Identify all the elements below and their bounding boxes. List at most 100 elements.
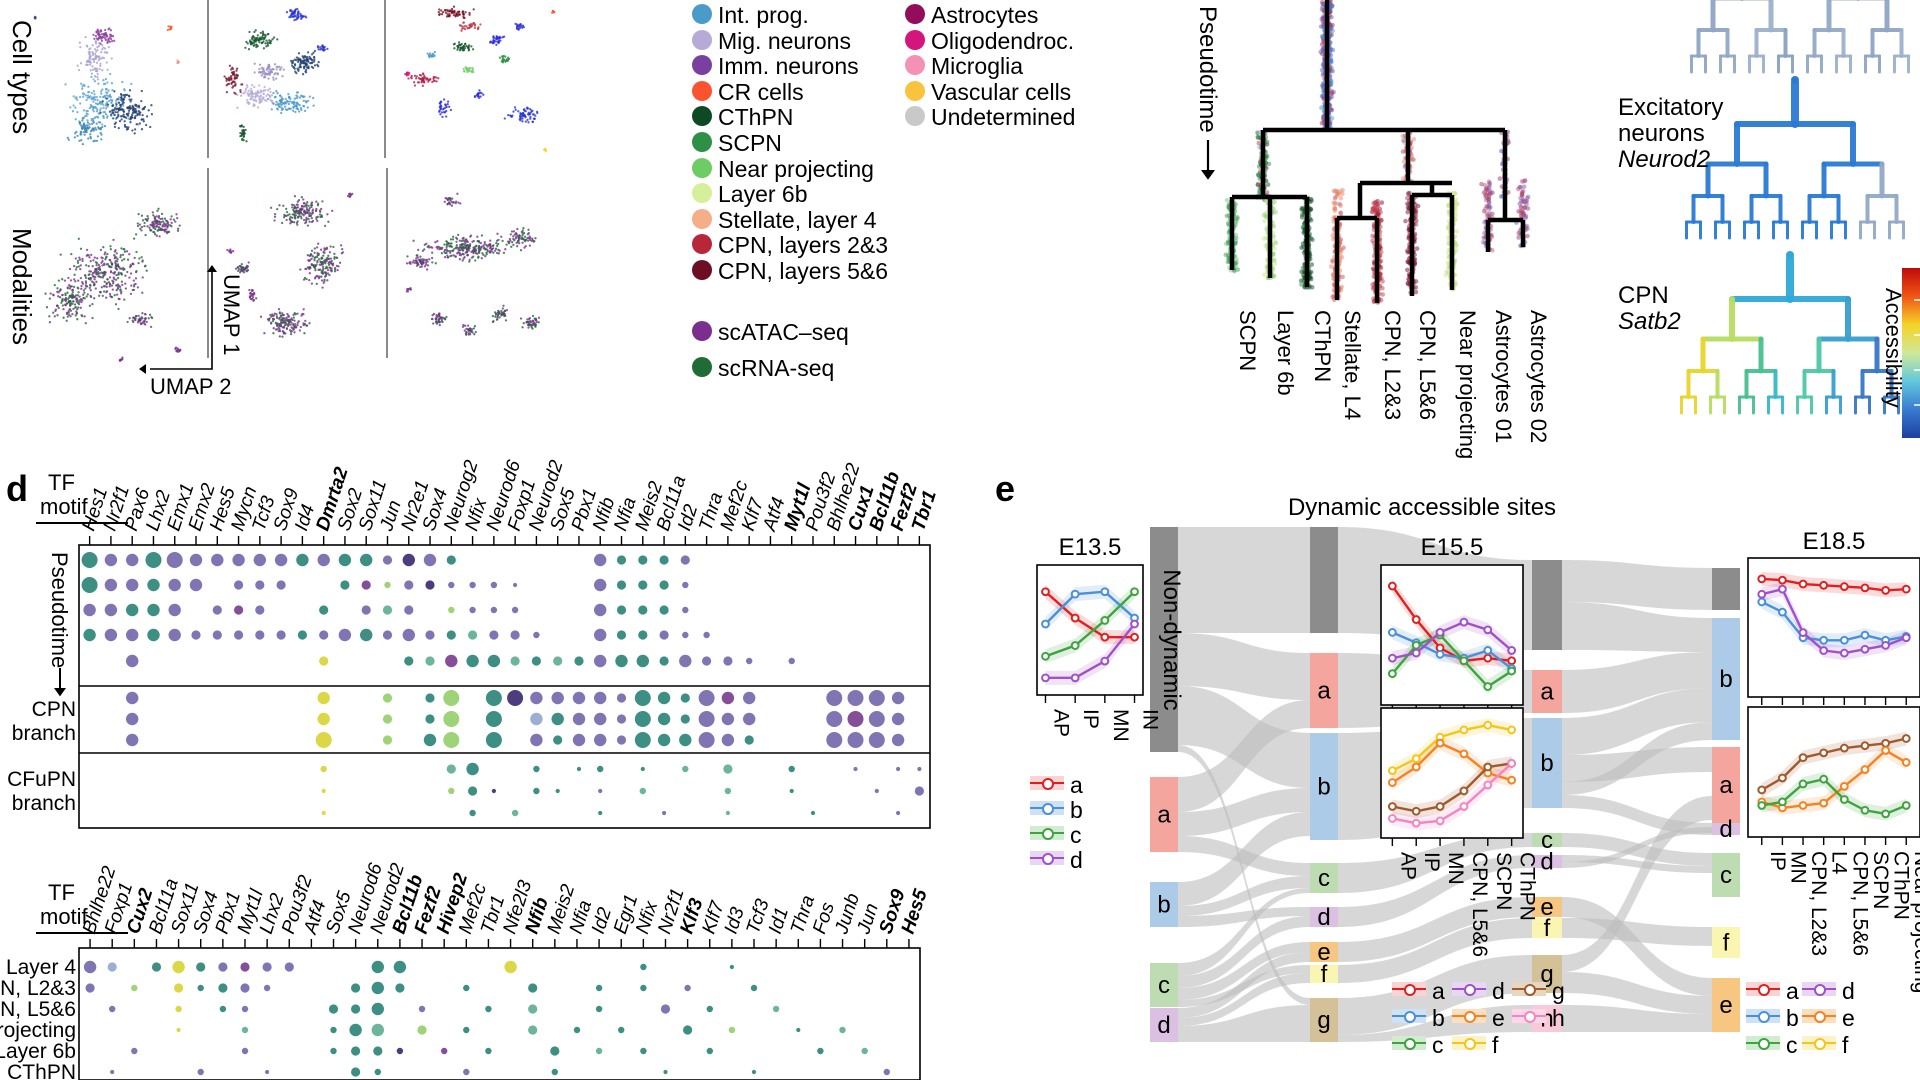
sankey-node-label: c <box>1720 862 1732 889</box>
legend-color-dot <box>692 321 712 341</box>
dendro-leaf-label: Astrocytes 02 <box>1526 310 1551 443</box>
sankey-node-a <box>1532 670 1562 713</box>
inset-x-tick-label: CPN, L5&6 <box>1468 852 1491 957</box>
sankey-node-c <box>1532 833 1562 847</box>
legend-color-dot <box>692 157 712 178</box>
tf-motif-header-1b: motif <box>40 494 88 519</box>
inset-x-tick-label: MN <box>1444 852 1467 885</box>
legend-color-dot <box>905 29 925 50</box>
sankey-flow <box>1338 833 1532 893</box>
sankey-node-label: f <box>1321 961 1328 988</box>
sankey-node-e <box>1712 978 1740 1032</box>
legend-item-label: Int. prog. <box>718 2 809 28</box>
tf-motif-dotplot-1: Hes1Nr2f1Pax6Lhx2Emx1Emx2Hes5MycnTcf3Sox… <box>7 457 941 829</box>
inset-x-tick-label: CPN, L2&3 <box>1807 851 1830 956</box>
inset-x-tick-label: CThPN <box>1516 852 1539 921</box>
sankey-node-d <box>1310 907 1338 927</box>
sankey-flow <box>1178 973 1310 1026</box>
dotplot-row-label: CPN, L5&6 <box>0 998 76 1021</box>
legend-color-dot <box>692 183 712 204</box>
inset-x-tick-label: IP <box>1420 852 1443 872</box>
umap-scatter-5 <box>405 192 541 336</box>
series-legend-marker <box>1814 984 1826 996</box>
legend-color-dot <box>692 80 712 101</box>
sankey-node-a <box>1712 747 1740 823</box>
sankey-flow <box>1562 688 1712 755</box>
umap-y-axis-label: UMAP 1 <box>219 274 244 356</box>
accessibility-colorbar-label: Accessibility <box>1881 288 1906 408</box>
sankey-node-e <box>1532 897 1562 917</box>
tree-label-excitatory-2: neurons <box>1618 120 1705 147</box>
dotplot-row-label: CThPN <box>7 1061 76 1080</box>
dotplot-row-label: Layer 4 <box>6 956 76 979</box>
sankey-flow <box>1178 888 1310 976</box>
sankey-node-a <box>1150 777 1178 852</box>
legend-color-dot <box>692 106 712 127</box>
umap-scatter-1 <box>223 7 329 143</box>
inset-x-tick-label: IP <box>1766 851 1789 871</box>
legend-color-dot <box>692 208 712 229</box>
sankey-flow <box>1338 955 1532 1035</box>
legend-item-label: scRNA-seq <box>718 355 835 381</box>
series-legend-label: d <box>1070 847 1083 873</box>
sankey-node-g <box>1310 998 1338 1042</box>
accessibility-trees: Accessibility <box>1680 0 1920 438</box>
sankey-node-e <box>1310 942 1338 962</box>
sankey-node-label: g <box>1317 1007 1330 1034</box>
sankey-flow <box>1562 796 1712 972</box>
umap-x-axis-label: UMAP 2 <box>150 374 232 399</box>
sankey-node-nondynamic <box>1532 560 1562 650</box>
series-legend-marker <box>1524 1011 1536 1023</box>
legend-color-dot <box>692 29 712 50</box>
legend-item-label: Stellate, layer 4 <box>718 206 877 233</box>
sankey-flow <box>1562 722 1712 795</box>
series-legend-label: c <box>1070 822 1082 848</box>
accessibility-tree <box>1680 251 1900 415</box>
inset-title-e18: E18.5 <box>1802 528 1866 555</box>
inset-chart-e18a <box>1747 557 1920 705</box>
sankey-flow <box>1338 918 1532 983</box>
dotplot-row-label: Layer 6b <box>0 1040 76 1063</box>
series-legend-marker <box>1758 1038 1770 1050</box>
sankey-node-d <box>1150 1008 1178 1042</box>
legend-item-label: Undetermined <box>931 104 1076 131</box>
sankey-node-label: g <box>1540 961 1553 988</box>
inset-x-tick-label: IP <box>1079 709 1102 729</box>
inset-x-tick-label: L4 <box>1828 851 1851 875</box>
legend-color-dot <box>692 132 712 152</box>
series-legend-label: c <box>1432 1032 1444 1058</box>
series-legend-label: a <box>1786 978 1799 1004</box>
series-legend-label: d <box>1842 978 1855 1004</box>
tree-label-satb2-gene: Satb2 <box>1618 308 1681 335</box>
legend-item-label: Astrocytes <box>931 2 1039 28</box>
series-legend-label: h <box>1552 1005 1565 1031</box>
legend-item-label: Layer 6b <box>718 181 808 208</box>
section-label-cpn: CPN <box>32 698 76 721</box>
inset-x-tick-label: Near projecting <box>1910 851 1920 993</box>
sankey-node-nondynamic <box>1150 527 1178 752</box>
series-legend-marker <box>1814 1038 1826 1050</box>
legend-color-dot <box>905 80 925 101</box>
panel-label-d: d <box>6 468 28 509</box>
series-legend-label: b <box>1786 1005 1799 1031</box>
series-legend-marker <box>1404 1011 1416 1023</box>
tree-label-cpn: CPN <box>1618 282 1669 309</box>
legend-item-label: Mig. neurons <box>718 27 851 54</box>
legend-item-label: Imm. neurons <box>718 53 859 80</box>
inset-x-tick-label: MN <box>1109 709 1132 742</box>
accessibility-tree <box>1690 0 1910 74</box>
umap-row-label-modalities: Modalities <box>7 228 37 345</box>
series-legend-marker <box>1042 828 1054 840</box>
series-legend-label: a <box>1432 978 1445 1004</box>
legend-color-dot <box>692 55 712 76</box>
series-legend-label: c <box>1786 1032 1798 1058</box>
sankey-flow <box>1178 700 1310 812</box>
inset-x-tick-label: AP <box>1049 709 1072 737</box>
panel-label-e: e <box>995 468 1016 509</box>
series-legend-label: e <box>1842 1005 1855 1031</box>
series-legend-label: b <box>1432 1005 1445 1031</box>
sankey-node-label: f <box>1544 915 1551 942</box>
sankey-node-label: e <box>1540 894 1553 921</box>
